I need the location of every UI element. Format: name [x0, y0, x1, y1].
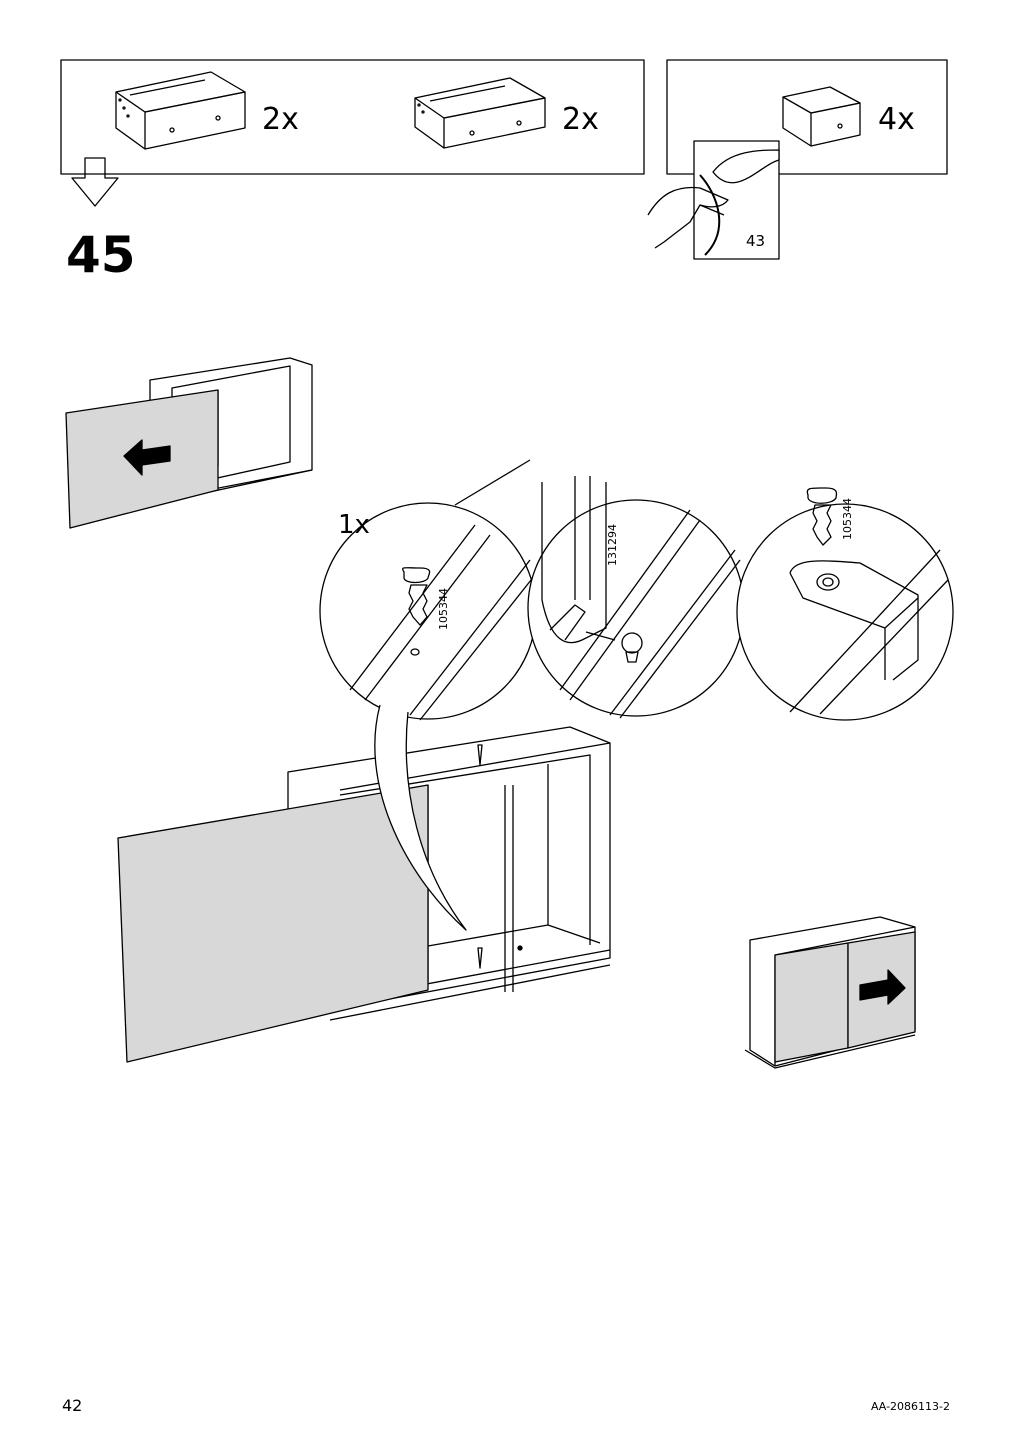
down-arrow-icon — [71, 157, 119, 207]
see-other-page-icon — [647, 140, 780, 260]
cabinet-door-right-icon — [744, 916, 916, 1069]
detail-circle-screw-left — [319, 459, 537, 721]
page-number: 42 — [62, 1396, 83, 1415]
see-page-number: 43 — [746, 232, 766, 250]
parts-panel-left — [60, 59, 645, 175]
drawer-medium-icon — [414, 77, 546, 149]
detail-circle-guide — [527, 476, 745, 719]
parts-panel-right — [666, 59, 948, 175]
cabinet-door-left-icon — [65, 357, 313, 529]
cabinet-main-icon — [117, 704, 611, 1063]
drawer-medium-quantity: 2x — [562, 102, 599, 137]
drawer-small-icon — [782, 86, 861, 147]
screw-quantity: 1x — [338, 510, 370, 540]
detail-circle-screw-right — [736, 487, 954, 721]
screw-left-part-code: 105344 — [437, 588, 450, 630]
screw-right-part-code: 105344 — [841, 498, 854, 540]
document-code: AA-2086113-2 — [870, 1400, 950, 1413]
drawer-small-quantity: 4x — [878, 102, 915, 137]
drawer-large-quantity: 2x — [262, 102, 299, 137]
guide-part-code: 131294 — [606, 524, 619, 566]
drawer-large-icon — [115, 71, 246, 150]
step-number: 45 — [66, 226, 136, 284]
